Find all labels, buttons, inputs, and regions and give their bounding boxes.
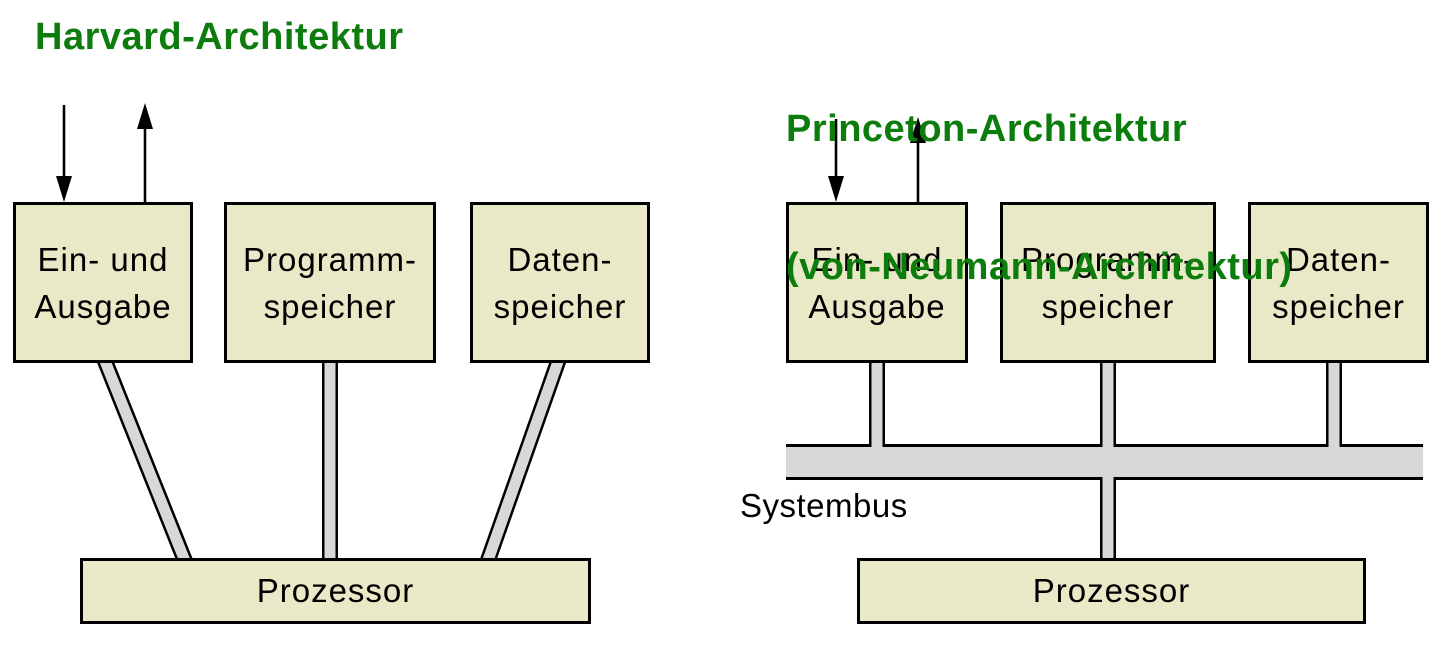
output-arrow-icon bbox=[910, 117, 926, 203]
princeton-io-box: Ein- und Ausgabe bbox=[786, 202, 968, 363]
systembus-label: Systembus bbox=[740, 487, 908, 524]
harvard-data-memory-box: Daten- speicher bbox=[470, 202, 650, 363]
princeton-title-line1: Princeton-Architektur bbox=[786, 108, 1188, 150]
harvard-data-processor-connector bbox=[478, 353, 568, 569]
harvard-io-processor-connector bbox=[95, 353, 195, 569]
princeton-data-memory-box: Daten- speicher bbox=[1248, 202, 1429, 363]
systembus-bar bbox=[786, 443, 1423, 481]
input-arrow-icon bbox=[56, 105, 72, 202]
input-arrow-icon bbox=[828, 119, 844, 202]
harvard-title: Harvard-Architektur bbox=[35, 16, 404, 58]
harvard-program-memory-box: Programm- speicher bbox=[224, 202, 436, 363]
princeton-program-memory-box: Programm- speicher bbox=[1000, 202, 1216, 363]
harvard-processor-box: Prozessor bbox=[80, 558, 591, 624]
princeton-processor-box: Prozessor bbox=[857, 558, 1366, 624]
princeton-title: Princeton-Architektur (von-Neumann-Archi… bbox=[786, 14, 1293, 382]
harvard-io-box: Ein- und Ausgabe bbox=[13, 202, 193, 363]
output-arrow-icon bbox=[137, 103, 153, 203]
princeton-title-line2: (von-Neumann-Architektur) bbox=[786, 246, 1293, 288]
